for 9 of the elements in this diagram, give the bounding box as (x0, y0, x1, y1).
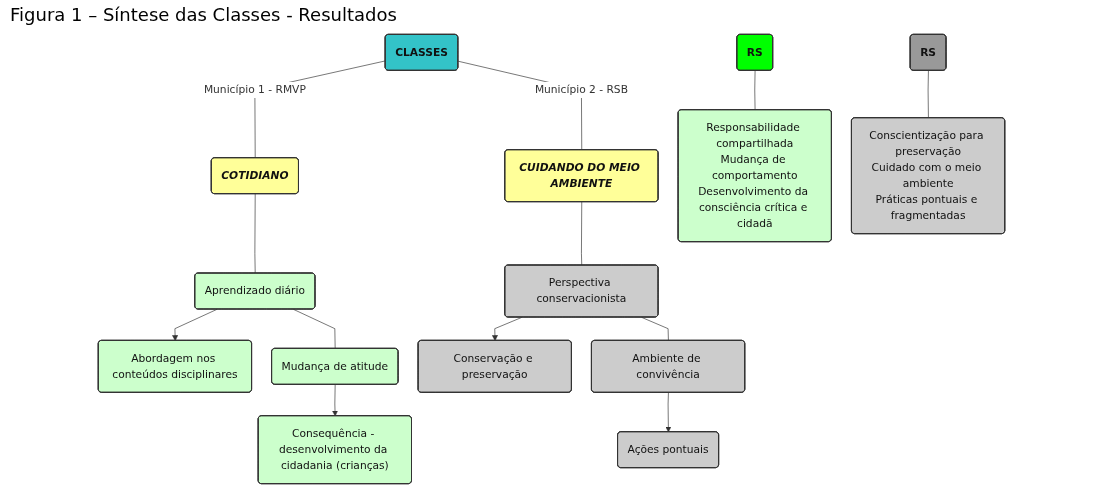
connector (927, 70, 929, 119)
edge-label: Município 1 - RMVP (203, 83, 306, 96)
connector (254, 193, 256, 274)
connector (293, 309, 336, 349)
figure-title: Figura 1 – Síntese das Classes - Resultados (10, 4, 398, 25)
connector (581, 201, 583, 266)
connector (754, 70, 756, 111)
edge-label: Município 2 - RSB (534, 83, 628, 96)
connector (641, 317, 669, 341)
